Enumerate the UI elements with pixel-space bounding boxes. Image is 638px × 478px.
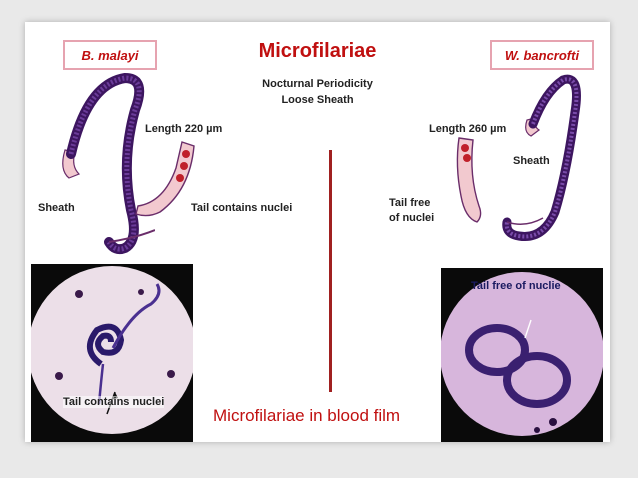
label-tail-free-1: Tail free <box>389 197 431 209</box>
slide-title: Microfilariae <box>258 40 377 62</box>
photo-label-tail-nuclei: Tail contains nuclei <box>63 396 165 408</box>
subtitle-periodicity: Nocturnal Periodicity <box>262 78 373 90</box>
w-bancrofti-blood-film-photo <box>441 268 603 442</box>
w-bancrofti-tail-closeup <box>456 137 482 223</box>
label-tail-free-2: of nuclei <box>389 212 435 224</box>
label-sheath-left: Sheath <box>38 202 75 214</box>
subtitle-sheath: Loose Sheath <box>281 94 354 106</box>
label-sheath-right: Sheath <box>513 155 550 167</box>
b-malayi-worm-illustration <box>62 72 155 255</box>
species-label-w-bancrofti: W. bancrofti <box>490 40 594 70</box>
label-length-220: Length 220 µm <box>145 123 223 135</box>
photo-label-tail-free: Tail free of nuclie <box>471 280 561 292</box>
caption-blood-film: Microfilariae in blood film <box>213 406 401 425</box>
b-malayi-tail-closeup <box>135 141 195 217</box>
b-malayi-blood-film-photo <box>31 264 193 442</box>
slide: Microfilariae B. malayi W. bancrofti Noc… <box>25 22 610 442</box>
center-divider <box>329 150 332 392</box>
w-bancrofti-worm-illustration <box>502 74 581 241</box>
species-label-b-malayi: B. malayi <box>63 40 157 70</box>
label-tail-contains-nuclei: Tail contains nuclei <box>191 202 293 214</box>
label-length-260: Length 260 µm <box>429 123 507 135</box>
